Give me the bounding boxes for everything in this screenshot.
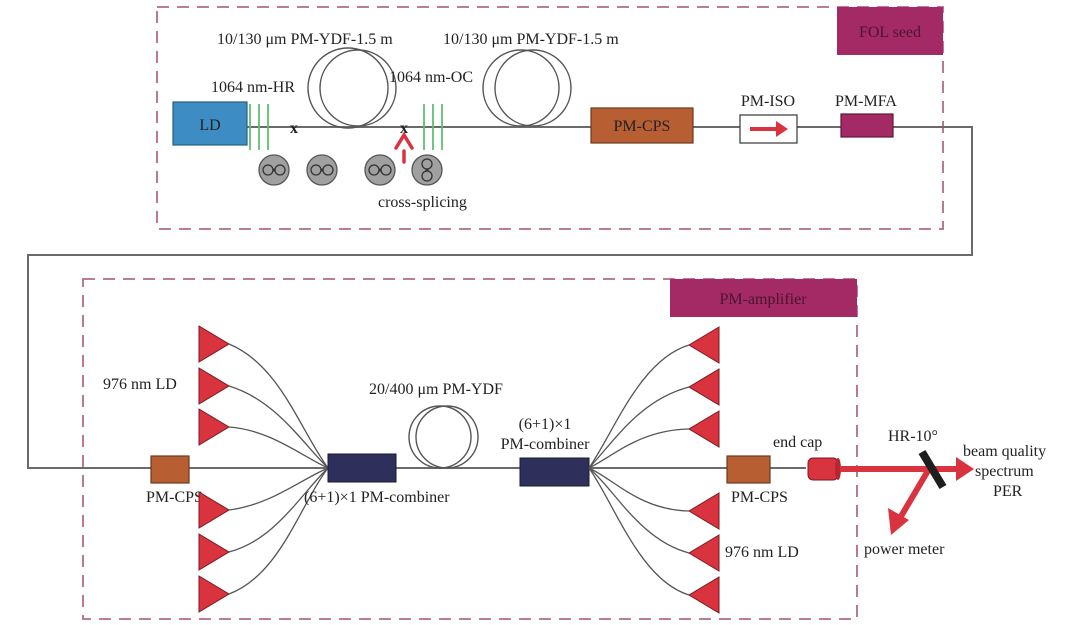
amplifier-section-label: PM-amplifier xyxy=(719,291,807,308)
combiner-1-label: (6+1)×1 PM-combiner xyxy=(304,489,450,506)
amp-cps-left-label: PM-CPS xyxy=(146,489,203,506)
hr-label: 1064 nm-HR xyxy=(211,79,295,96)
amplifier-section-label-box xyxy=(670,279,857,317)
hr-fbg-icon xyxy=(249,104,269,150)
pump-ld-icon xyxy=(198,408,230,446)
mfa-block xyxy=(840,113,894,138)
cross-splice-arrow-icon xyxy=(394,131,414,164)
beam-quality-label: beam quality xyxy=(963,443,1046,460)
pump-ld-icon xyxy=(688,326,720,364)
pump-ld-icon xyxy=(198,533,230,571)
left-pump-fibers xyxy=(228,343,329,595)
combiner-2-block xyxy=(519,457,590,487)
seed-ld-label: LD xyxy=(199,117,220,134)
panda-fiber-cross-sections xyxy=(258,154,443,186)
amplifier-section-border xyxy=(82,278,858,620)
panda-cross-section-icon xyxy=(306,154,338,186)
splice-mark-2: x xyxy=(400,120,408,137)
combiner-2-label-line2: PM-combiner xyxy=(501,436,591,453)
pump-ld-icon xyxy=(198,575,230,613)
mfa-label: PM-MFA xyxy=(835,93,897,110)
ydf-coil-1-icon xyxy=(307,47,397,129)
pump-ld-icon xyxy=(688,492,720,530)
seed-cps-label: PM-CPS xyxy=(614,118,671,135)
combiner-2-label-line1: (6+1)×1 xyxy=(519,416,572,433)
amp-cps-right-block xyxy=(726,455,771,484)
reflected-beam xyxy=(888,467,932,535)
seed-section-border xyxy=(156,6,944,230)
amp-cps-left-block xyxy=(150,455,190,484)
seed-section-label-box xyxy=(837,7,943,55)
oc-label: 1064 nm-OC xyxy=(389,69,473,86)
pump-ld-icon xyxy=(688,368,720,406)
pump-ld-icon xyxy=(198,367,230,405)
panda-cross-section-rotated-icon xyxy=(411,154,443,186)
pump-ld-icon xyxy=(198,325,230,363)
mirror-label: HR-10° xyxy=(888,428,938,445)
seed-ld-block xyxy=(172,101,248,146)
isolator-label: PM-ISO xyxy=(741,93,795,110)
splice-mark-1: x xyxy=(290,120,298,137)
end-cap-label: end cap xyxy=(773,434,822,451)
end-cap-icon xyxy=(807,457,841,481)
pump-ld-icon xyxy=(688,534,720,572)
per-label: PER xyxy=(993,483,1023,500)
isolator-arrow-icon xyxy=(750,121,788,137)
amp-ydf-coil-icon xyxy=(408,405,479,469)
power-meter-label: power meter xyxy=(864,541,945,558)
spectrum-label: spectrum xyxy=(975,463,1034,480)
ydf-coil-2-icon xyxy=(482,49,572,127)
oc-fbg-icon xyxy=(423,104,443,150)
right-pump-lds xyxy=(688,326,720,614)
right-pump-fibers xyxy=(588,344,690,596)
ydf-2-label: 10/130 μm PM-YDF-1.5 m xyxy=(443,31,619,48)
panda-cross-section-icon xyxy=(364,154,396,186)
pump-ld-icon xyxy=(688,576,720,614)
pump-ld-icon xyxy=(688,410,720,448)
seed-section-label: FOL seed xyxy=(859,24,921,41)
panda-cross-section-icon xyxy=(258,154,290,186)
left-pump-lds xyxy=(198,325,230,613)
pump-ld-icon xyxy=(198,491,230,529)
ydf-1-label: 10/130 μm PM-YDF-1.5 m xyxy=(217,31,393,48)
output-beam xyxy=(840,457,974,481)
pump-left-label: 976 nm LD xyxy=(103,376,177,393)
seed-cps-block xyxy=(590,107,694,144)
amp-cps-right-label: PM-CPS xyxy=(731,489,788,506)
combiner-1-block xyxy=(327,453,397,483)
pump-right-label: 976 nm LD xyxy=(725,544,799,561)
hr-mirror-icon xyxy=(918,449,947,490)
amp-ydf-label: 20/400 μm PM-YDF xyxy=(369,381,503,398)
cross-splicing-label: cross-splicing xyxy=(378,194,467,211)
